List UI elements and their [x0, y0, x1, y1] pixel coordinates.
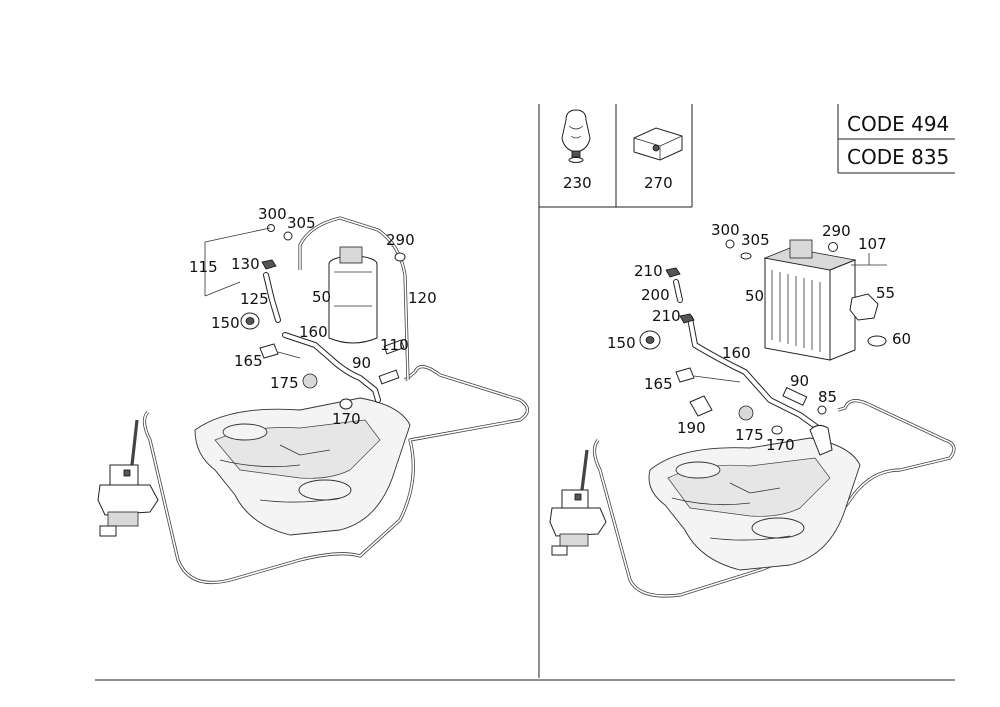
label-r-160: 160	[722, 344, 751, 362]
label-120: 120	[408, 289, 437, 307]
label-300: 300	[258, 205, 287, 223]
label-r-190: 190	[677, 419, 706, 437]
label-165: 165	[234, 352, 263, 370]
label-r-290: 290	[822, 222, 851, 240]
label-r-210-a: 210	[634, 262, 663, 280]
label-115: 115	[189, 258, 218, 276]
label-r-305: 305	[741, 231, 770, 249]
label-r-90: 90	[790, 372, 809, 390]
inset-label-270: 270	[644, 174, 673, 192]
label-r-50: 50	[745, 287, 764, 305]
label-r-200: 200	[641, 286, 670, 304]
label-r-165: 165	[644, 375, 673, 393]
left-canister-50	[328, 246, 378, 344]
code-label-835: CODE 835	[847, 145, 949, 169]
inset-label-230: 230	[563, 174, 592, 192]
label-50: 50	[312, 288, 331, 306]
code-boxes	[837, 104, 955, 174]
label-r-107: 107	[858, 235, 887, 253]
left-fuel-line	[142, 365, 530, 585]
label-r-60: 60	[892, 330, 911, 348]
label-90: 90	[352, 354, 371, 372]
label-130: 130	[231, 255, 260, 273]
label-r-150: 150	[607, 334, 636, 352]
label-r-210-b: 210	[652, 307, 681, 325]
label-r-300: 300	[711, 221, 740, 239]
code-label-494: CODE 494	[847, 112, 949, 136]
left-assembly	[97, 216, 530, 585]
right-fuel-tank	[648, 437, 861, 571]
label-r-55: 55	[876, 284, 895, 302]
clip-230-icon	[561, 109, 591, 163]
left-fuel-pump	[97, 419, 159, 537]
right-assembly	[549, 239, 956, 598]
label-170: 170	[332, 410, 361, 428]
label-110: 110	[380, 336, 409, 354]
label-r-170: 170	[766, 436, 795, 454]
label-305: 305	[287, 214, 316, 232]
label-125: 125	[240, 290, 269, 308]
label-175: 175	[270, 374, 299, 392]
label-290: 290	[386, 231, 415, 249]
label-150: 150	[211, 314, 240, 332]
left-labels: 300 305 290 115 130 125 50 120 150 160 1…	[189, 205, 437, 428]
right-labels: 300 305 290 107 210 200 50 55 210 150 60…	[607, 221, 911, 454]
label-r-85: 85	[818, 388, 837, 406]
right-canister-50	[763, 239, 857, 361]
inset-boxes	[539, 104, 693, 208]
left-fuel-tank	[194, 397, 411, 536]
right-fuel-pump	[549, 449, 607, 556]
label-r-175: 175	[735, 426, 764, 444]
label-160: 160	[299, 323, 328, 341]
bracket-270-icon	[633, 127, 683, 161]
